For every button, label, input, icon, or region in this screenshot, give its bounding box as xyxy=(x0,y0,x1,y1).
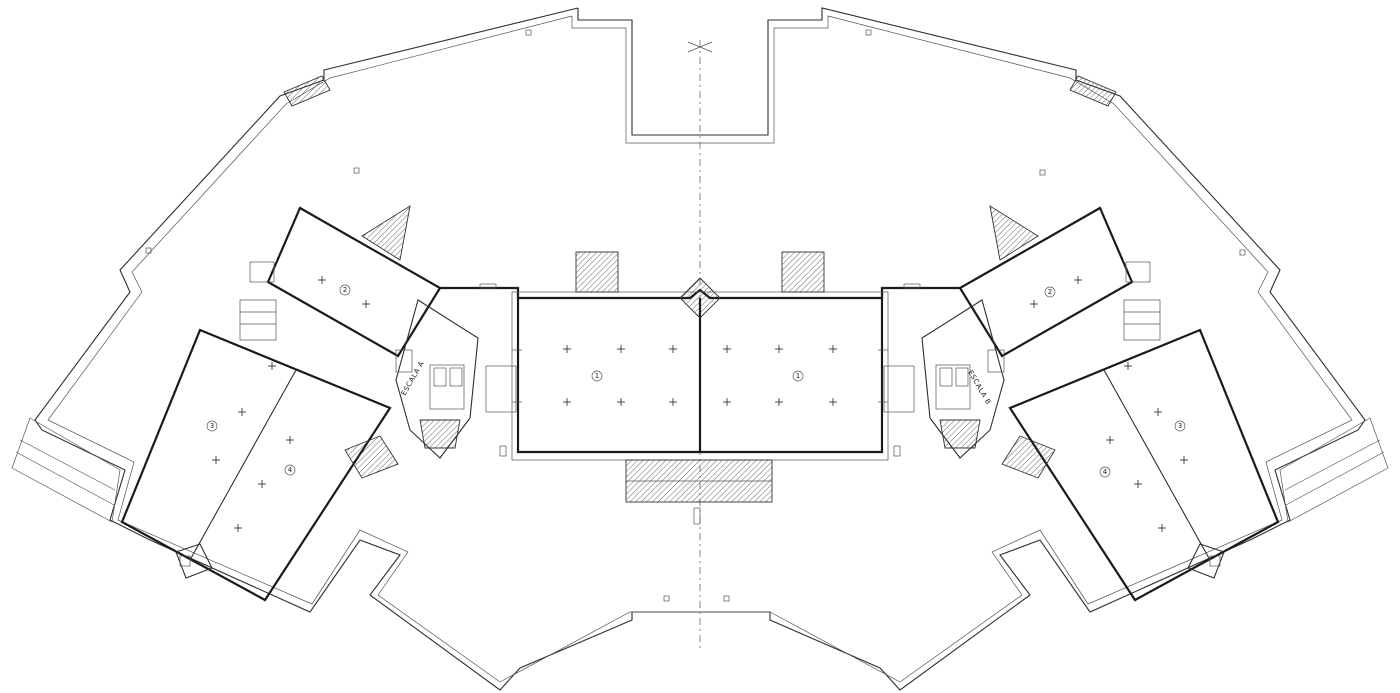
room-label-left-lower-b: 4 xyxy=(284,464,296,476)
room-label-right-lower-b: 4 xyxy=(1099,466,1111,478)
stair-label-a: ESCALA A xyxy=(400,360,426,397)
left-wing-columns xyxy=(212,276,370,532)
room-label-right-lower-a: 3 xyxy=(1174,420,1186,432)
room-label-left-lower-a: 3 xyxy=(206,420,218,432)
svg-text:3: 3 xyxy=(1178,422,1182,430)
room-label-left-upper: 2 xyxy=(339,284,351,296)
central-block xyxy=(440,251,960,525)
room-label-center-left: 1 xyxy=(591,370,603,382)
right-wing: ESCALA B xyxy=(883,205,1280,602)
svg-text:3: 3 xyxy=(210,422,214,430)
svg-text:2: 2 xyxy=(343,286,347,294)
svg-text:1: 1 xyxy=(595,372,599,380)
symmetry-axis xyxy=(687,40,713,650)
site-boundary xyxy=(11,7,1389,691)
left-wing: ESCALA A xyxy=(120,205,517,602)
svg-text:2: 2 xyxy=(1048,288,1052,296)
room-label-right-upper: 2 xyxy=(1044,286,1056,298)
right-wing-columns xyxy=(1030,276,1188,532)
room-label-center-right: 1 xyxy=(792,370,804,382)
svg-text:4: 4 xyxy=(1103,468,1108,476)
svg-text:4: 4 xyxy=(288,466,293,474)
room-labels: 2 3 4 1 1 2 3 4 xyxy=(206,284,1186,478)
door-markers xyxy=(479,283,921,457)
svg-text:1: 1 xyxy=(796,372,800,380)
